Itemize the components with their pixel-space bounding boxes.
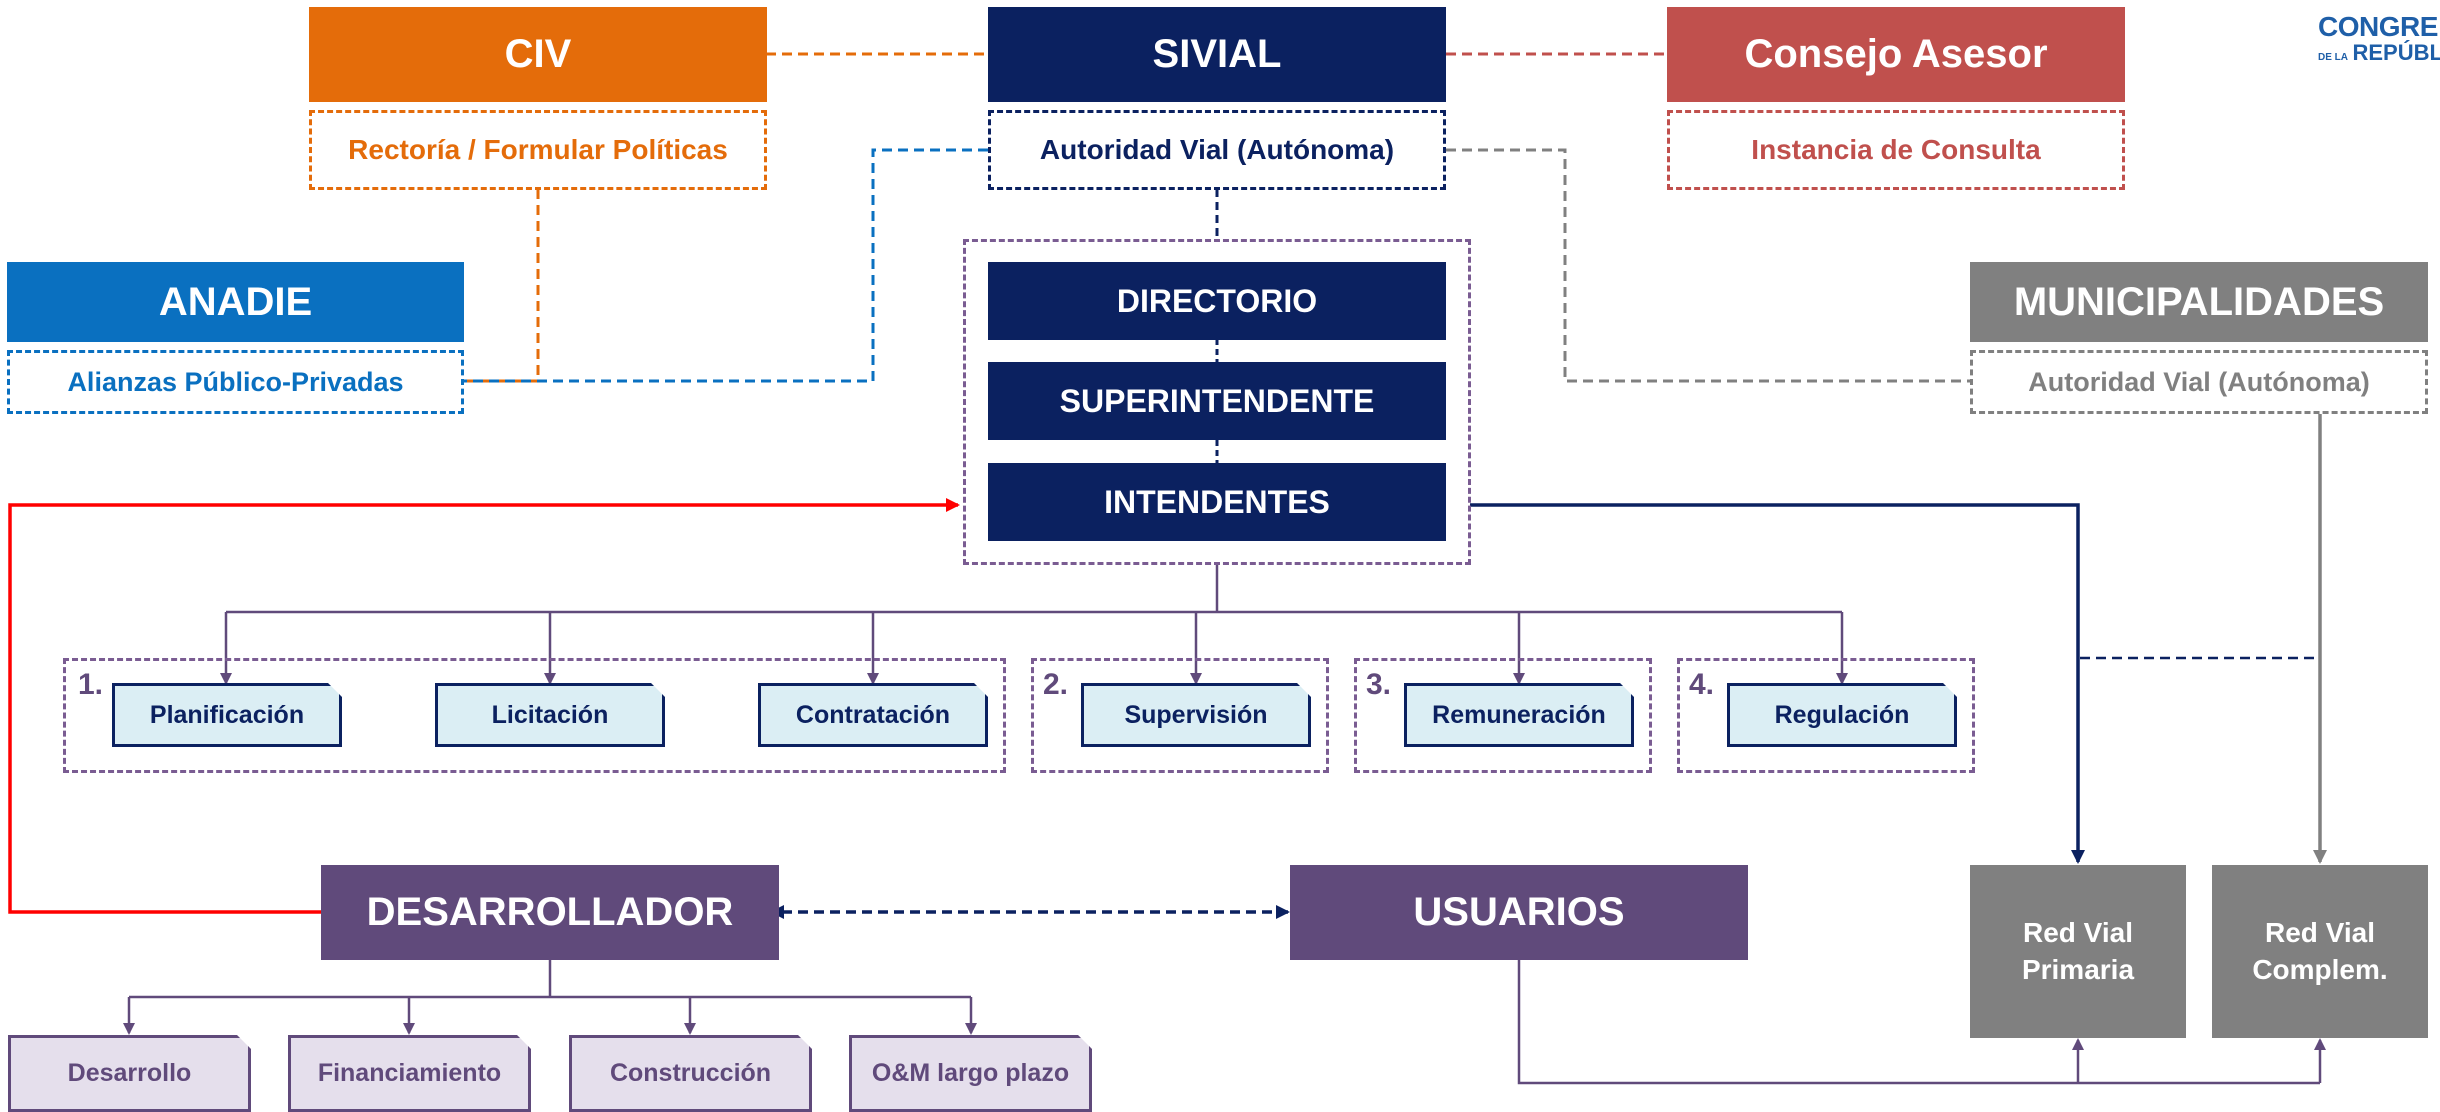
function-group-1 <box>63 658 1006 773</box>
planificacion-box: Planificación <box>112 683 342 747</box>
intendentes-box: INTENDENTES <box>988 463 1446 541</box>
om-largo-plazo-label: O&M largo plazo <box>871 1059 1070 1087</box>
sivial-subtitle: Autoridad Vial (Autónoma) <box>1039 134 1395 165</box>
financiamiento-label: Financiamiento <box>317 1059 502 1087</box>
construccion-box: Construcción <box>569 1035 812 1112</box>
red-vial-primaria-line-2: Primaria <box>2021 953 2135 985</box>
financiamiento-box: Financiamiento <box>288 1035 531 1112</box>
regulacion-box: Regulación <box>1727 683 1957 747</box>
logo-line-2-text: REPÚBL <box>2352 40 2440 65</box>
civ-subtitle-box: Rectoría / Formular Políticas <box>309 110 767 190</box>
remuneracion-label: Remuneración <box>1432 700 1606 729</box>
congreso-logo: CONGRE DE LA REPÚBL <box>2318 12 2440 68</box>
superintendente-label: SUPERINTENDENTE <box>1059 382 1375 419</box>
sivial-subtitle-box: Autoridad Vial (Autónoma) <box>988 110 1446 190</box>
usuarios-box: USUARIOS <box>1290 865 1748 960</box>
remuneracion-box: Remuneración <box>1404 683 1634 747</box>
regulacion-label: Regulación <box>1774 700 1910 729</box>
red-vial-primaria-box: Red Vial Primaria <box>1970 865 2186 1038</box>
construccion-label: Construcción <box>609 1059 772 1087</box>
planificacion-label: Planificación <box>149 700 305 729</box>
sivial-title: SIVIAL <box>1152 32 1282 76</box>
red-vial-complem-box: Red Vial Complem. <box>2212 865 2428 1038</box>
consejo-title: Consejo Asesor <box>1744 32 2048 76</box>
directorio-label: DIRECTORIO <box>1116 282 1318 319</box>
function-group-3 <box>1354 658 1652 773</box>
group-3-number: 3. <box>1366 668 1392 701</box>
group-4-number: 4. <box>1689 668 1715 701</box>
intendentes-label: INTENDENTES <box>1104 483 1330 520</box>
group-1-number: 1. <box>78 668 104 701</box>
logo-line-1: CONGRE <box>2318 12 2438 42</box>
contratacion-box: Contratación <box>758 683 988 747</box>
desarrollo-box: Desarrollo <box>8 1035 251 1112</box>
om-largo-plazo-box: O&M largo plazo <box>849 1035 1092 1112</box>
function-group-2 <box>1031 658 1329 773</box>
desarrollo-label: Desarrollo <box>67 1059 192 1087</box>
supervision-label: Supervisión <box>1124 700 1268 729</box>
sivial-box: SIVIAL <box>988 7 1446 102</box>
municipalidades-title: MUNICIPALIDADES <box>2013 279 2385 324</box>
contratacion-label: Contratación <box>795 700 951 729</box>
group-2-number: 2. <box>1043 668 1069 701</box>
red-vial-primaria-line-1: Red Vial <box>2023 917 2133 949</box>
superintendente-box: SUPERINTENDENTE <box>988 362 1446 440</box>
licitacion-label: Licitación <box>491 700 609 729</box>
consejo-subtitle: Instancia de Consulta <box>1751 134 2041 165</box>
supervision-box: Supervisión <box>1081 683 1311 747</box>
logo-line-2: DE LA REPÚBL <box>2318 42 2440 68</box>
licitacion-box: Licitación <box>435 683 665 747</box>
civ-subtitle: Rectoría / Formular Políticas <box>348 134 728 165</box>
anadie-box: ANADIE <box>7 262 464 342</box>
municipalidades-subtitle-box: Autoridad Vial (Autónoma) <box>1970 350 2428 414</box>
red-vial-complem-line-2: Complem. <box>2252 953 2388 985</box>
desarrollador-box: DESARROLLADOR <box>321 865 779 960</box>
civ-title: CIV <box>504 32 572 76</box>
anadie-subtitle-box: Alianzas Público-Privadas <box>7 350 464 414</box>
function-group-4 <box>1677 658 1975 773</box>
municipalidades-subtitle: Autoridad Vial (Autónoma) <box>2028 366 2370 397</box>
anadie-title: ANADIE <box>158 279 313 324</box>
consejo-box: Consejo Asesor <box>1667 7 2125 102</box>
red-vial-complem-line-1: Red Vial <box>2265 917 2375 949</box>
consejo-subtitle-box: Instancia de Consulta <box>1667 110 2125 190</box>
desarrollador-title: DESARROLLADOR <box>366 890 734 934</box>
directorio-box: DIRECTORIO <box>988 262 1446 340</box>
usuarios-title: USUARIOS <box>1413 890 1625 934</box>
civ-box: CIV <box>309 7 767 102</box>
anadie-subtitle: Alianzas Público-Privadas <box>67 366 404 397</box>
logo-line-2-small: DE LA <box>2318 52 2348 63</box>
municipalidades-box: MUNICIPALIDADES <box>1970 262 2428 342</box>
core-group <box>963 239 1471 565</box>
